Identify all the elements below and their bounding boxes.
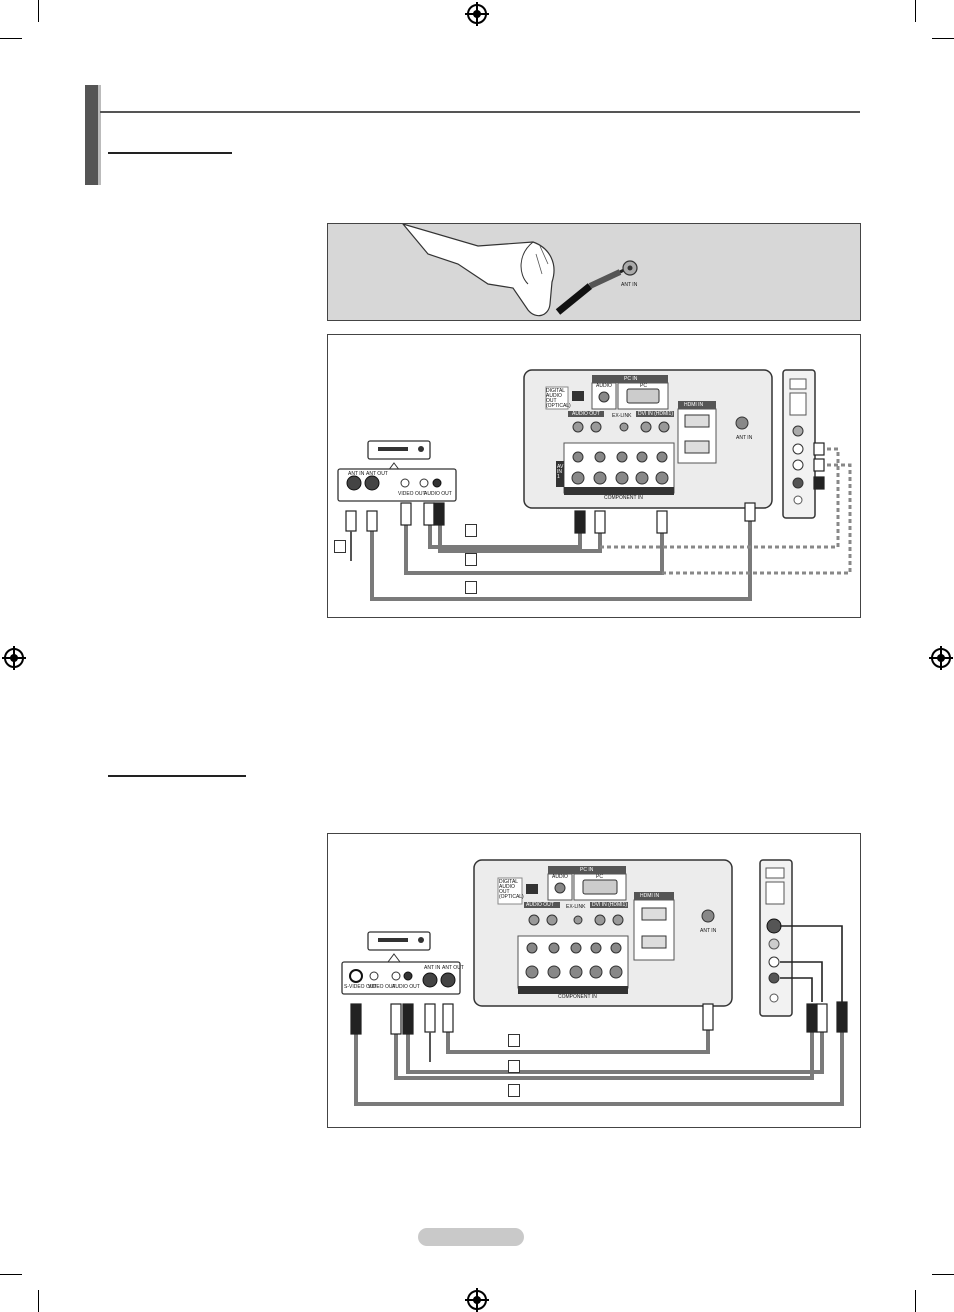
crop-mark — [932, 38, 954, 39]
label-vcr-audio: AUDIO OUT — [424, 491, 452, 497]
label-component-in: COMPONENT IN — [604, 495, 643, 501]
step-marker-3 — [508, 1084, 520, 1097]
label-optical: DIGITAL AUDIO OUT (OPTICAL) — [546, 388, 571, 409]
hand-plugging-cable-illustration — [402, 224, 638, 317]
subsection-underline-2 — [108, 775, 246, 777]
label-audio-out: AUDIO OUT — [572, 411, 600, 417]
crop-mark — [38, 0, 39, 22]
label-audio-out: AUDIO OUT — [526, 902, 554, 908]
label-pc-in: PC IN — [580, 867, 594, 873]
label-hdmi-in: HDMI IN — [684, 402, 704, 408]
label-component-in: COMPONENT IN — [558, 994, 597, 1000]
label-ex-link: EX-LINK — [566, 904, 586, 910]
vcr-connection-diagram-1: PC IN AUDIO PC DIGITAL AUDIO OUT (OPTICA… — [327, 334, 861, 618]
crop-mark — [915, 0, 916, 22]
step-marker-1 — [508, 1034, 520, 1047]
section-header-bar — [85, 85, 101, 185]
label-vcr-ant-in: ANT IN — [424, 965, 441, 971]
step-marker-2 — [508, 1060, 520, 1073]
crop-mark — [915, 1290, 916, 1312]
step-marker-2 — [465, 524, 477, 537]
crop-mark — [38, 1290, 39, 1312]
label-audio: AUDIO — [552, 874, 568, 880]
step-marker-4 — [465, 581, 477, 594]
label-hdmi-in: HDMI IN — [640, 893, 660, 899]
registration-mark-icon — [465, 1288, 489, 1312]
label-dvi-in: DVI IN (HDMI1) — [592, 902, 627, 908]
label-pc-in: PC IN — [624, 376, 638, 382]
vcr-connection-diagram-2: PC IN AUDIO PC DIGITAL AUDIO OUT (OPTICA… — [327, 833, 861, 1128]
registration-mark-icon — [465, 2, 489, 26]
registration-mark-icon — [929, 646, 953, 670]
label-vcr-ant-out: ANT OUT — [366, 471, 388, 477]
step-marker-1 — [334, 540, 346, 553]
antenna-connection-banner: ANT IN — [327, 223, 861, 321]
label-audio: AUDIO — [596, 383, 612, 389]
label-ex-link: EX-LINK — [612, 413, 632, 419]
step-marker-3 — [465, 553, 477, 566]
label-vcr-video: VIDEO OUT — [398, 491, 426, 497]
label-vcr-ant-out: ANT OUT — [442, 965, 464, 971]
crop-mark — [0, 1274, 22, 1275]
banner-ant-in-label: ANT IN — [621, 282, 638, 288]
label-vcr-video: VIDEO OUT — [368, 984, 396, 990]
label-tv-ant-in: ANT IN — [736, 435, 753, 441]
subsection-underline-1 — [108, 152, 232, 154]
label-pc: PC — [640, 383, 647, 389]
label-vcr-ant-in: ANT IN — [348, 471, 365, 477]
crop-mark — [0, 38, 22, 39]
crop-mark — [932, 1274, 954, 1275]
label-tv-ant-in: ANT IN — [700, 928, 717, 934]
diagram-2-drawing — [341, 859, 848, 1106]
label-pc: PC — [596, 874, 603, 880]
label-dvi-in: DVI IN (HDMI1) — [638, 411, 673, 417]
diagram-1-drawing — [337, 369, 852, 601]
label-optical: DIGITAL AUDIO OUT (OPTICAL) — [499, 879, 524, 900]
label-vcr-audio: AUDIO OUT — [392, 984, 420, 990]
page-number-pill — [418, 1228, 524, 1246]
header-rule — [100, 111, 860, 113]
label-vcr-svideo: S-VIDEO OUT — [344, 984, 377, 990]
label-av-in: AV IN 1 — [557, 464, 564, 480]
registration-mark-icon — [2, 646, 26, 670]
